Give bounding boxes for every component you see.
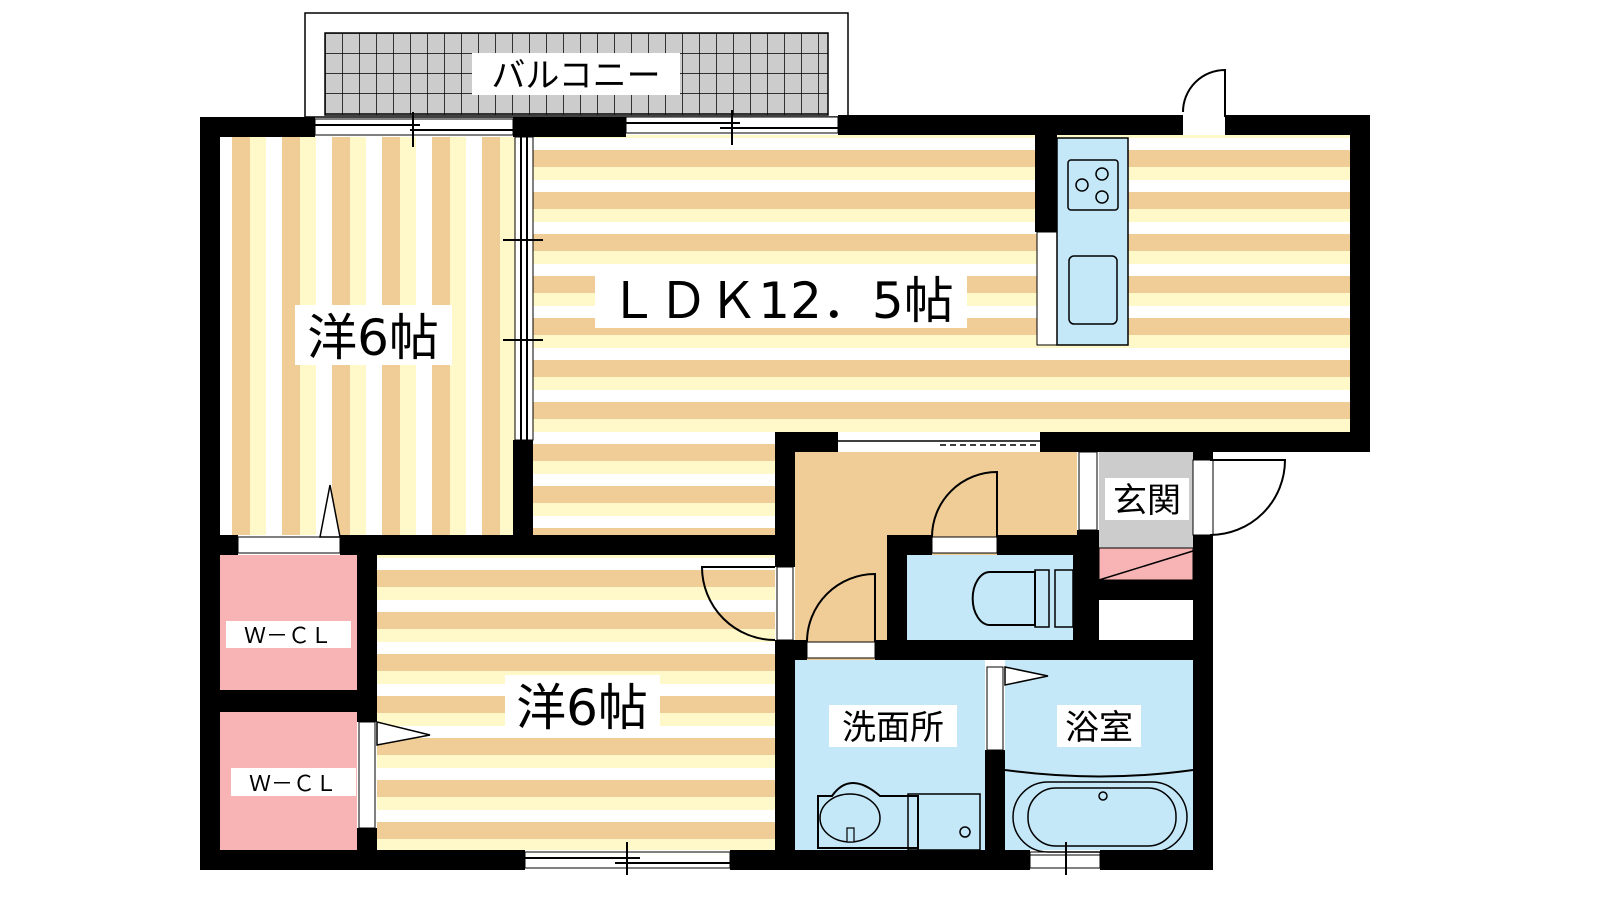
ldk-floor-lower — [533, 430, 775, 535]
toilet-floor — [907, 555, 1075, 640]
ldk-label: ＬＤＫ12．5帖 — [608, 272, 953, 330]
toilet-icon — [971, 569, 1074, 628]
bathroom-label: 浴室 — [1065, 708, 1133, 748]
washbasin-icon — [817, 782, 919, 864]
bathroom-floor — [1005, 660, 1193, 850]
washroom-label: 洗面所 — [842, 708, 944, 748]
bathtub-icon — [1004, 769, 1194, 856]
balcony-label: バルコニー — [491, 56, 660, 96]
wcl-2-label: Ｗ－ＣＬ — [249, 772, 337, 797]
wcl-1-label: Ｗ－ＣＬ — [244, 624, 332, 649]
entrance-label: 玄関 — [1113, 481, 1181, 521]
western-room-2-label: 洋6帖 — [516, 679, 648, 737]
windows — [314, 110, 1101, 875]
balcony: バルコニー — [304, 12, 849, 118]
walls — [200, 115, 1370, 870]
stove-icon — [1067, 159, 1119, 211]
sink-icon — [1068, 255, 1118, 325]
washing-machine-icon — [907, 793, 981, 851]
washroom-floor — [795, 660, 985, 850]
kitchen-counter — [1036, 137, 1129, 346]
doors — [237, 68, 1287, 829]
western-room-1-label: 洋6帖 — [307, 309, 439, 367]
shoe-box — [1098, 547, 1194, 581]
storage-floor — [1099, 600, 1193, 640]
